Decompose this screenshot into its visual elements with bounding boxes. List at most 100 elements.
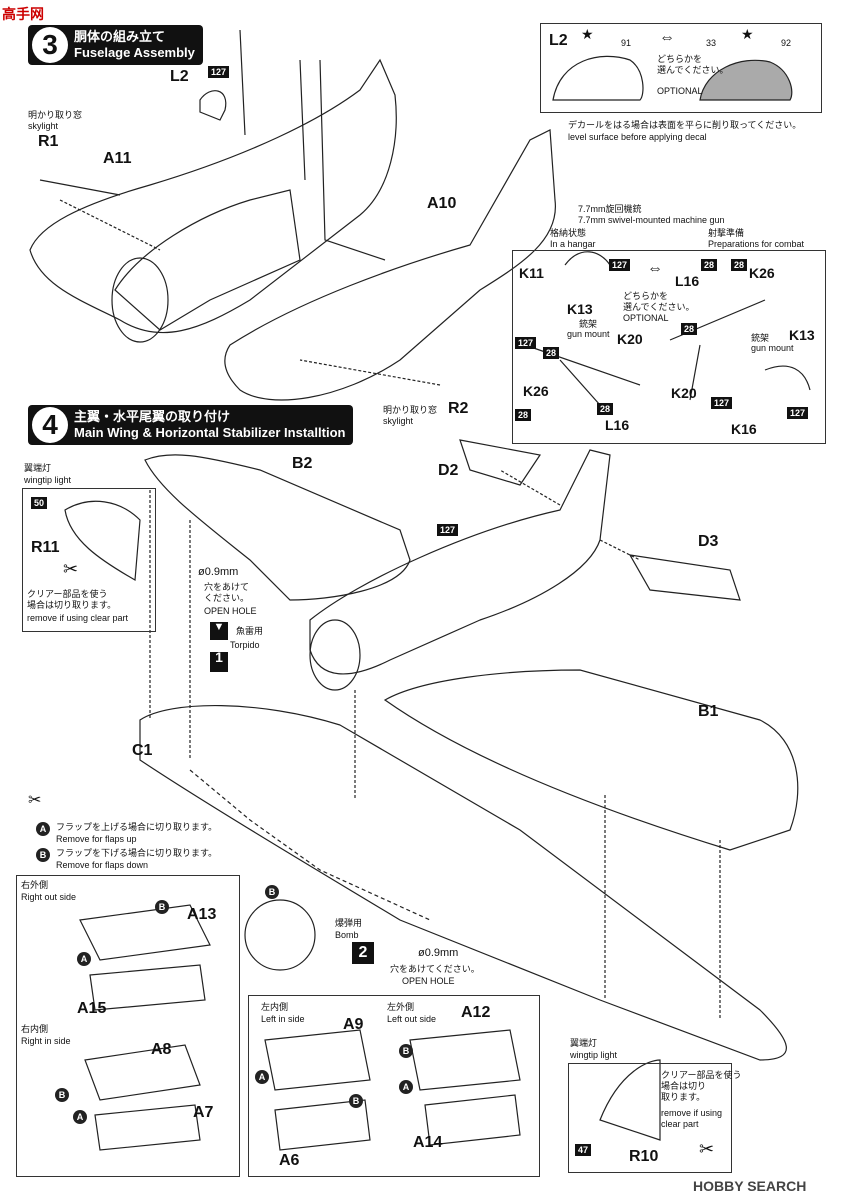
skylight2-jp: 明かり取り窓 xyxy=(383,405,438,415)
flap-a6 xyxy=(274,1099,371,1151)
step4-title-jp: 主翼・水平尾翼の取り付け xyxy=(74,409,231,424)
opt-l2: L2 xyxy=(549,32,568,49)
option-box-l2: L2 ★ 91 ⇔ どちらかを 選んでください。 OPTIONAL 33 ★ 9… xyxy=(540,23,822,113)
canopy-part xyxy=(199,90,227,121)
flap-b-marker: B xyxy=(36,848,50,862)
mg-l16b: L16 xyxy=(675,273,700,289)
mg-k20b: K20 xyxy=(671,385,697,401)
wingtip2-note-en: remove if using clear part xyxy=(661,1108,723,1129)
opt-optional: OPTIONAL xyxy=(657,86,703,96)
left-out-b: B xyxy=(399,1044,413,1058)
fuselage-right-half xyxy=(224,129,556,401)
mg-k13b: K13 xyxy=(789,327,815,343)
mg-k20a: K20 xyxy=(617,331,643,347)
torpedo-en: Torpido xyxy=(230,640,260,650)
hole-size: ø0.9mm xyxy=(198,566,239,578)
mg-k13a: K13 xyxy=(567,301,593,317)
right-in-p2: A7 xyxy=(193,1104,214,1121)
wingtip-part: R11 xyxy=(31,539,60,556)
mg-28a: 28 xyxy=(543,347,560,359)
left-out-en: Left out side xyxy=(387,1014,437,1024)
label-b2: B2 xyxy=(292,455,313,472)
opt-choose: どちらかを 選んでください。 xyxy=(657,54,729,75)
label-b1: B1 xyxy=(698,703,719,720)
flap-a7 xyxy=(94,1104,201,1151)
flap-a15 xyxy=(89,964,206,1011)
mg-k26b: K26 xyxy=(749,265,775,281)
bomb-hole-jp: 穴をあけてください。 xyxy=(390,964,480,974)
flap-a13 xyxy=(79,904,211,961)
right-in-a: A xyxy=(73,1110,87,1124)
left-out-p1: A12 xyxy=(461,1004,491,1021)
right-out-a: A xyxy=(77,952,91,966)
right-in-en: Right in side xyxy=(21,1036,71,1046)
skylight-en: skylight xyxy=(28,121,59,131)
stabilizer-d3 xyxy=(628,554,741,601)
tag-127: 127 xyxy=(437,524,459,536)
right-out-b: B xyxy=(155,900,169,914)
step3-number: 3 xyxy=(32,27,68,63)
wingtip2-num: 47 xyxy=(575,1144,592,1156)
right-out-en: Right out side xyxy=(21,892,77,902)
mg-28f: 28 xyxy=(731,259,748,271)
right-in-b: B xyxy=(55,1088,69,1102)
mg-choose: どちらかを 選んでください。 xyxy=(623,291,695,312)
label-d2: D2 xyxy=(438,462,459,479)
right-in-jp: 右内側 xyxy=(21,1024,49,1034)
bomb-detail-circle xyxy=(244,899,316,971)
step4-banner: 4 主翼・水平尾翼の取り付け Main Wing & Horizontal St… xyxy=(28,405,354,445)
wing-b1 xyxy=(383,669,799,851)
mg-mount-en: gun mount xyxy=(567,329,610,339)
mg-k11: K11 xyxy=(519,265,544,281)
mg-28d: 28 xyxy=(701,259,718,271)
wingtip2-part: R10 xyxy=(629,1148,659,1165)
star-icon-2: ★ xyxy=(741,26,754,42)
mg-28e: 28 xyxy=(681,323,698,335)
flap-a14 xyxy=(424,1094,521,1146)
step4-number: 4 xyxy=(32,407,68,443)
wingtip2-box: クリアー部品を使う 場合は切り 取ります。 remove if using cl… xyxy=(568,1063,741,1173)
mg-127d: 127 xyxy=(787,407,809,419)
label-l2: L2 xyxy=(170,68,189,85)
bomb-hole-en: OPEN HOLE xyxy=(402,976,455,986)
wingtip-light-r11 xyxy=(64,500,141,581)
mg-127b: 127 xyxy=(515,337,537,349)
left-in-a: A xyxy=(255,1070,269,1084)
opt-91: 91 xyxy=(621,38,632,48)
flap-b-en: Remove for flaps down xyxy=(56,860,149,870)
wingtip-light-r10 xyxy=(599,1059,661,1141)
torpedo-jp: 魚雷用 xyxy=(236,626,264,636)
label-d3: D3 xyxy=(698,533,719,550)
tag-l2-127: 127 xyxy=(208,66,230,78)
instrument-panel-1 xyxy=(552,55,644,101)
step3-banner: 3 胴体の組み立て Fuselage Assembly xyxy=(28,25,203,65)
gun-ring-k13 xyxy=(764,365,811,391)
left-in-p2: A6 xyxy=(279,1152,300,1169)
hangar-en: In a hangar xyxy=(550,239,596,249)
mg-28b: 28 xyxy=(515,409,532,421)
cowl-front xyxy=(309,619,361,691)
seat-frame xyxy=(239,29,386,261)
bomb-badge: 2 xyxy=(352,942,374,964)
combat-en: Preparations for combat xyxy=(708,239,805,249)
right-flaps-box: 右外側 Right out side A13 B A A15 右内側 Right… xyxy=(16,875,240,1177)
stabilizer-d2 xyxy=(459,439,542,486)
wingtip-note-jp: クリアー部品を使う 場合は切り取ります。 xyxy=(27,589,117,610)
torpedo-badge: 1 xyxy=(210,650,228,672)
flap-a-jp: フラップを上げる場合に切り取ります。 xyxy=(56,822,218,832)
skylight-jp: 明かり取り窓 xyxy=(28,110,83,120)
bomb-jp: 爆弾用 xyxy=(335,918,363,928)
mg-jp: 7.7mm旋回機銃 xyxy=(578,204,642,214)
left-out-p2: A14 xyxy=(413,1134,443,1151)
left-in-jp: 左内側 xyxy=(261,1002,289,1012)
cut-icon: ✂ xyxy=(63,559,79,579)
star-icon-1: ★ xyxy=(581,26,594,42)
right-out-p2: A15 xyxy=(77,1000,107,1017)
flap-a-marker: A xyxy=(36,822,50,836)
instrument-panel-2 xyxy=(699,59,793,101)
cut-icon-2: ✂ xyxy=(28,792,42,809)
choose-arrows-icon-2: ⇔ xyxy=(647,260,663,277)
left-flaps-box: 左内側 Left in side A9 A B A6 左外側 Left out … xyxy=(248,995,540,1177)
bomb-size: ø0.9mm xyxy=(418,947,459,959)
